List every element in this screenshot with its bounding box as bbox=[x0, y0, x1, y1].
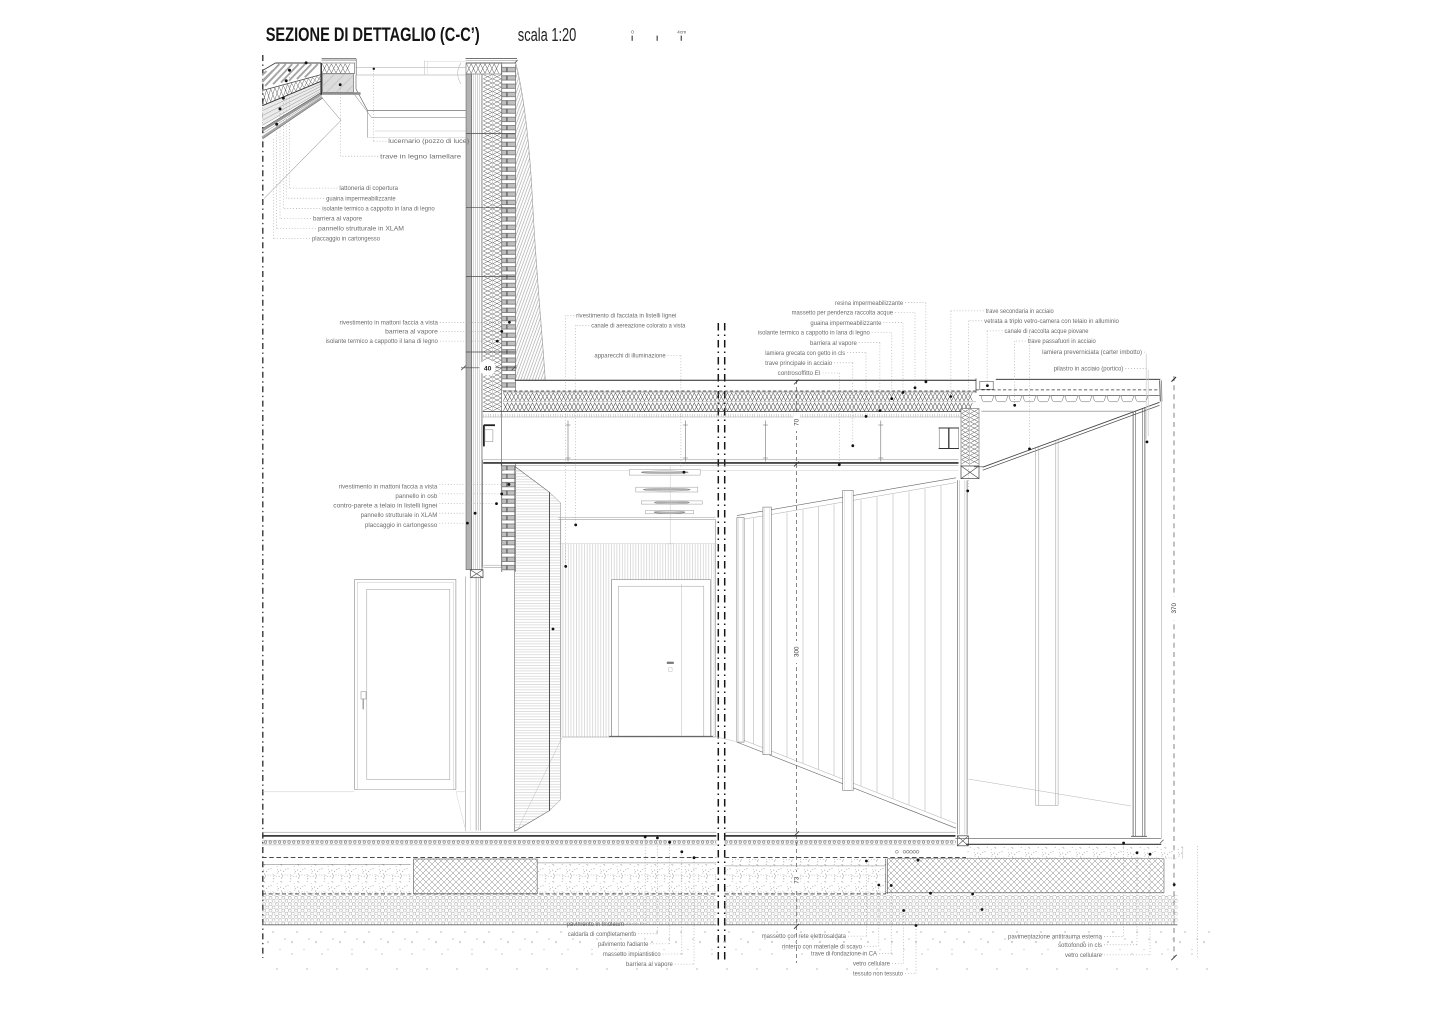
svg-text:0: 0 bbox=[631, 29, 634, 35]
svg-text:rinterro con materiale di scav: rinterro con materiale di scavo bbox=[782, 944, 863, 950]
svg-text:trave di fondazione in CA: trave di fondazione in CA bbox=[811, 951, 877, 957]
svg-text:massetto con rete elettrosalda: massetto con rete elettrosaldata bbox=[762, 934, 847, 940]
svg-text:tessuto non tessuto: tessuto non tessuto bbox=[853, 972, 904, 978]
svg-text:contro-parete a telaio in list: contro-parete a telaio in listelli ligne… bbox=[333, 504, 437, 510]
svg-text:vetro cellulare: vetro cellulare bbox=[853, 962, 891, 968]
svg-text:barriera al vapore: barriera al vapore bbox=[810, 341, 857, 347]
svg-text:vetrata a triplo vetro-camera: vetrata a triplo vetro-camera con telaio… bbox=[984, 319, 1119, 325]
svg-text:trave in legno lamellare: trave in legno lamellare bbox=[380, 154, 462, 160]
svg-text:lucernario (pozzo di luce): lucernario (pozzo di luce) bbox=[388, 139, 469, 145]
svg-text:isolante termico a cappotto in: isolante termico a cappotto in lana di l… bbox=[758, 331, 871, 337]
svg-text:pavimentazione antitrauma este: pavimentazione antitrauma esterna bbox=[1008, 934, 1103, 940]
svg-text:lattoneria di copertura: lattoneria di copertura bbox=[339, 186, 398, 192]
svg-text:scala 1:20: scala 1:20 bbox=[518, 25, 577, 45]
svg-text:guaina impermeabilizzante: guaina impermeabilizzante bbox=[326, 196, 396, 202]
svg-text:trave passafuori in acciaio: trave passafuori in acciaio bbox=[1028, 339, 1097, 345]
svg-text:rivestimento in mattoni faccia: rivestimento in mattoni faccia a vista bbox=[340, 320, 439, 326]
svg-text:massetto per pendenza raccolta: massetto per pendenza raccolta acque bbox=[792, 311, 894, 317]
svg-text:lamiera preverniciata (carter: lamiera preverniciata (carter imbotto) bbox=[1042, 350, 1142, 356]
svg-text:370: 370 bbox=[1171, 603, 1178, 614]
svg-text:massetto impiantistico: massetto impiantistico bbox=[603, 952, 661, 958]
svg-text:pannello strutturale in XLAM: pannello strutturale in XLAM bbox=[318, 227, 404, 233]
svg-text:pavimento in linoleum: pavimento in linoleum bbox=[567, 922, 624, 928]
svg-text:4cm: 4cm bbox=[677, 29, 686, 35]
svg-text:rivestimento di facciata in li: rivestimento di facciata in listelli lig… bbox=[576, 313, 676, 319]
svg-text:barriera al vapore: barriera al vapore bbox=[626, 962, 673, 968]
svg-text:placcaggio in cartongesso: placcaggio in cartongesso bbox=[365, 523, 438, 529]
svg-text:pannello strutturale in XLAM: pannello strutturale in XLAM bbox=[361, 513, 438, 519]
svg-text:trave principale in acciaio: trave principale in acciaio bbox=[765, 361, 833, 367]
svg-text:canale di aereazione colorato: canale di aereazione colorato a vista bbox=[591, 323, 686, 329]
svg-text:lamiera grecata con getto in c: lamiera grecata con getto in cls bbox=[765, 351, 845, 357]
svg-text:pannello in osb: pannello in osb bbox=[395, 494, 438, 500]
svg-text:73: 73 bbox=[794, 876, 801, 884]
svg-text:300: 300 bbox=[794, 646, 801, 657]
svg-text:caldana di completamento: caldana di completamento bbox=[568, 932, 637, 938]
svg-text:SEZIONE DI DETTAGLIO (C-C’): SEZIONE DI DETTAGLIO (C-C’) bbox=[266, 24, 480, 46]
svg-text:placcaggio in cartongesso: placcaggio in cartongesso bbox=[312, 237, 381, 243]
svg-text:guaina impermeabilizzante: guaina impermeabilizzante bbox=[810, 321, 882, 327]
svg-text:controsoffitto EI: controsoffitto EI bbox=[778, 371, 821, 377]
svg-text:70: 70 bbox=[794, 418, 801, 426]
svg-text:barriera al vapore: barriera al vapore bbox=[385, 330, 439, 336]
svg-text:isolante termico a cappotto in: isolante termico a cappotto in lana di l… bbox=[322, 206, 435, 212]
svg-text:apparecchi di illuminazione: apparecchi di illuminazione bbox=[594, 354, 666, 360]
svg-text:canale di raccolta acque piova: canale di raccolta acque piovane bbox=[1005, 329, 1090, 335]
svg-text:isolante termico a cappotto il: isolante termico a cappotto il lana di l… bbox=[326, 339, 439, 345]
svg-text:pilastro in acciaio (portico): pilastro in acciaio (portico) bbox=[1054, 366, 1124, 372]
svg-text:rivestimento in mattoni faccia: rivestimento in mattoni faccia a vista bbox=[339, 484, 438, 490]
svg-text:40: 40 bbox=[484, 365, 492, 372]
svg-text:trave secondaria in acciaio: trave secondaria in acciaio bbox=[986, 309, 1055, 315]
svg-text:sottofondo in cls: sottofondo in cls bbox=[1058, 943, 1102, 949]
svg-text:barriera al vapore: barriera al vapore bbox=[313, 217, 363, 223]
svg-text:pavimento radiante: pavimento radiante bbox=[598, 942, 649, 948]
svg-text:vetro cellulare: vetro cellulare bbox=[1065, 953, 1103, 959]
svg-text:resina impermeabilizzante: resina impermeabilizzante bbox=[835, 301, 904, 307]
